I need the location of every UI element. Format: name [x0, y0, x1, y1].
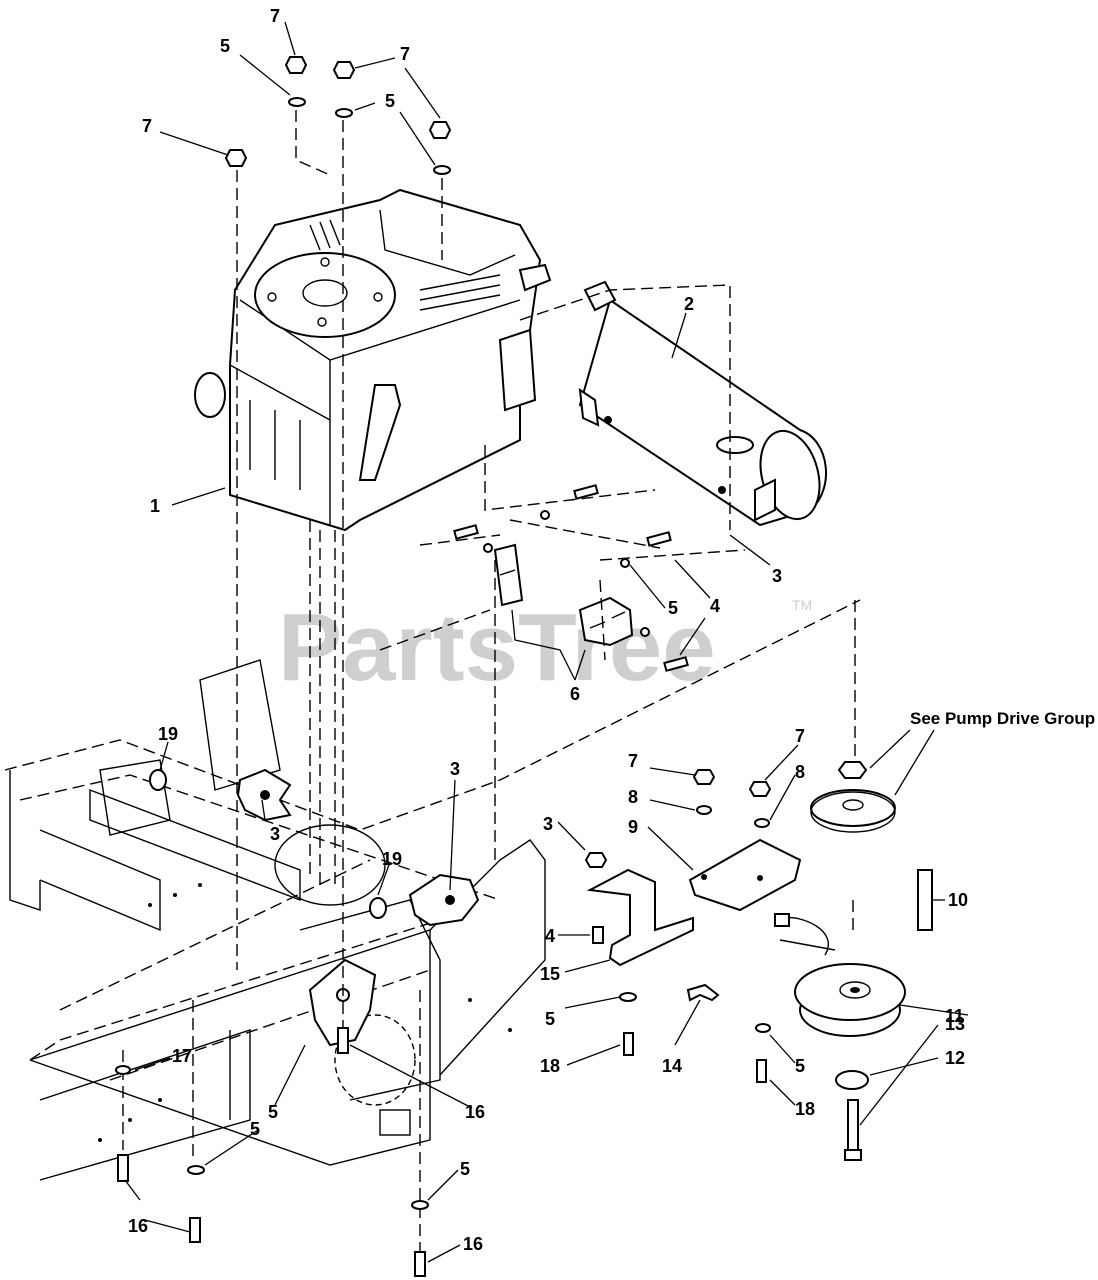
callout-19: 19 [158, 724, 178, 744]
callout-9: 9 [628, 817, 638, 837]
callout-7: 7 [628, 751, 638, 771]
callout-15: 15 [540, 964, 560, 984]
engine-top-hardware [224, 56, 452, 175]
callout-3: 3 [270, 824, 280, 844]
electric-clutch [774, 913, 906, 1037]
callout-2: 2 [684, 294, 694, 314]
clutch-spacer [835, 1070, 869, 1090]
alignment-lines [122, 110, 856, 1265]
nut-3 [584, 852, 608, 868]
washer-8-left [696, 805, 712, 815]
callout-5: 5 [220, 36, 230, 56]
clutch-bolt [844, 1099, 862, 1161]
callout-4: 4 [710, 596, 720, 616]
bolt-16-mid [337, 1027, 349, 1054]
nut-7-right [748, 781, 772, 797]
muffler-bracket-upper [493, 543, 524, 607]
muffler [578, 280, 827, 527]
isolator-mount-left [236, 768, 292, 822]
callout-5: 5 [268, 1102, 278, 1122]
callout-18: 18 [795, 1099, 815, 1119]
watermark-trademark: TM [792, 597, 812, 613]
callout-18: 18 [540, 1056, 560, 1076]
washer-5-mid [619, 992, 637, 1002]
callout-5: 5 [250, 1119, 260, 1139]
pump-drive-pulley [810, 761, 896, 833]
callout-13: 13 [945, 1014, 965, 1034]
callout-8: 8 [628, 787, 638, 807]
isolator-mount-right [408, 873, 480, 927]
callout-3: 3 [450, 759, 460, 779]
callout-1: 1 [150, 496, 160, 516]
callout-5: 5 [795, 1056, 805, 1076]
callout-19: 19 [382, 849, 402, 869]
callout-14: 14 [662, 1056, 682, 1076]
washer-5-lower-mid [411, 1200, 429, 1210]
callout-16: 16 [465, 1102, 485, 1122]
watermark: PartsTree [278, 594, 716, 701]
clutch-bracket [688, 838, 802, 912]
callout-16: 16 [128, 1216, 148, 1236]
callout-7: 7 [400, 44, 410, 64]
callout-5: 5 [668, 598, 678, 618]
callout-3: 3 [543, 814, 553, 834]
callout-16: 16 [463, 1234, 483, 1254]
pump-drive-note: See Pump Drive Group [910, 709, 1095, 728]
callout-5: 5 [385, 91, 395, 111]
clutch-stop-bracket [586, 868, 694, 967]
callout-17: 17 [172, 1046, 192, 1066]
clip-14 [686, 983, 720, 1002]
callout-3: 3 [772, 566, 782, 586]
washer-5-lower-left [187, 1165, 205, 1175]
callout-10: 10 [948, 890, 968, 910]
hardware-group-brackets [453, 484, 689, 672]
leader-lines [124, 21, 969, 1263]
callout-4: 4 [545, 926, 555, 946]
washer-5-right [755, 1023, 771, 1033]
bolt-16-left [117, 1154, 129, 1182]
washer-17 [115, 1065, 131, 1075]
callout-6: 6 [570, 684, 580, 704]
washer-8-right [754, 818, 770, 828]
callout-11: 11 [945, 1006, 964, 1026]
callout-7: 7 [795, 726, 805, 746]
callout-5: 5 [545, 1009, 555, 1029]
callout-12: 12 [945, 1048, 965, 1068]
bolt-16-bottom [414, 1251, 426, 1277]
bolt-18-right [756, 1059, 767, 1083]
bolt-4 [592, 926, 604, 944]
engine [194, 188, 552, 532]
callout-7: 7 [142, 116, 152, 136]
bolt-18-left [623, 1032, 634, 1056]
clutch-key [917, 869, 933, 931]
grommet-left [149, 769, 167, 791]
callout-7: 7 [270, 6, 280, 26]
nut-7-left [692, 769, 716, 785]
bolt-16-bottom-left [189, 1217, 201, 1243]
callout-5: 5 [460, 1159, 470, 1179]
callout-8: 8 [795, 762, 805, 782]
grommet-right [369, 897, 387, 919]
